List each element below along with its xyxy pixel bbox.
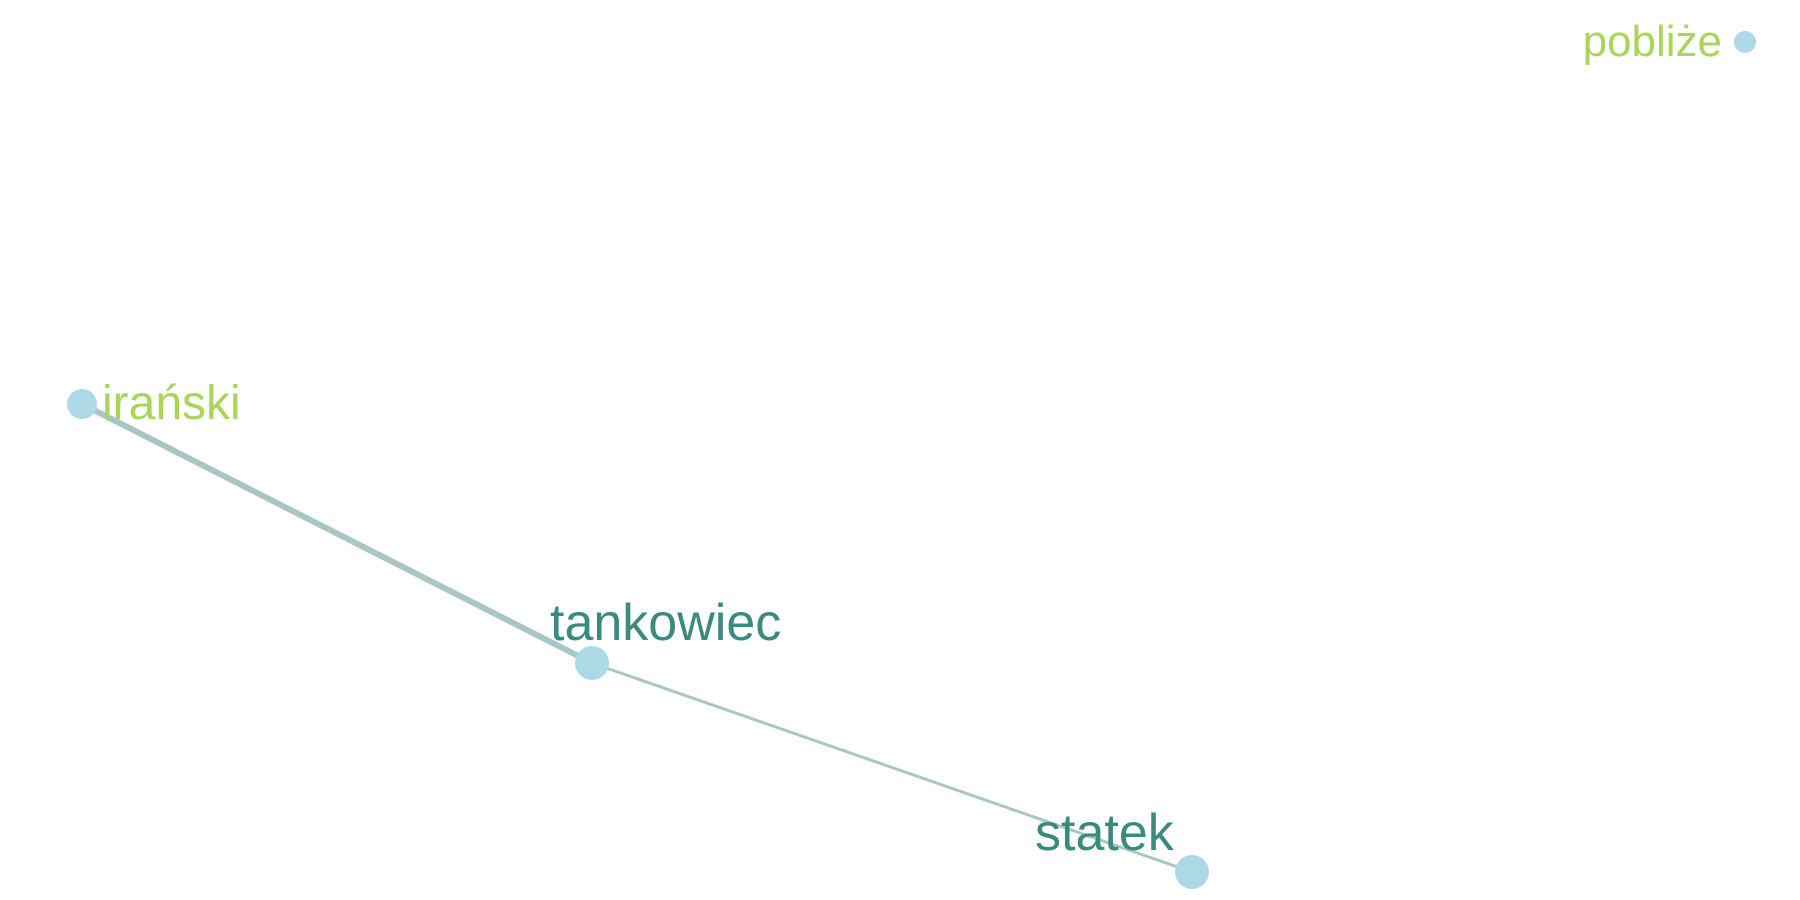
- node-poblize[interactable]: [1734, 31, 1756, 53]
- node-iranski[interactable]: [67, 389, 97, 419]
- edge-iranski-tankowiec: [79, 401, 595, 666]
- edge-tankowiec-statek: [590, 661, 1194, 874]
- node-statek[interactable]: [1175, 855, 1209, 889]
- node-label-statek: statek: [1035, 804, 1175, 862]
- node-label-tankowiec: tankowiec: [550, 594, 781, 652]
- node-label-iranski: irański: [102, 377, 241, 430]
- node-tankowiec[interactable]: [575, 646, 609, 680]
- node-label-poblize: pobliże: [1583, 17, 1722, 66]
